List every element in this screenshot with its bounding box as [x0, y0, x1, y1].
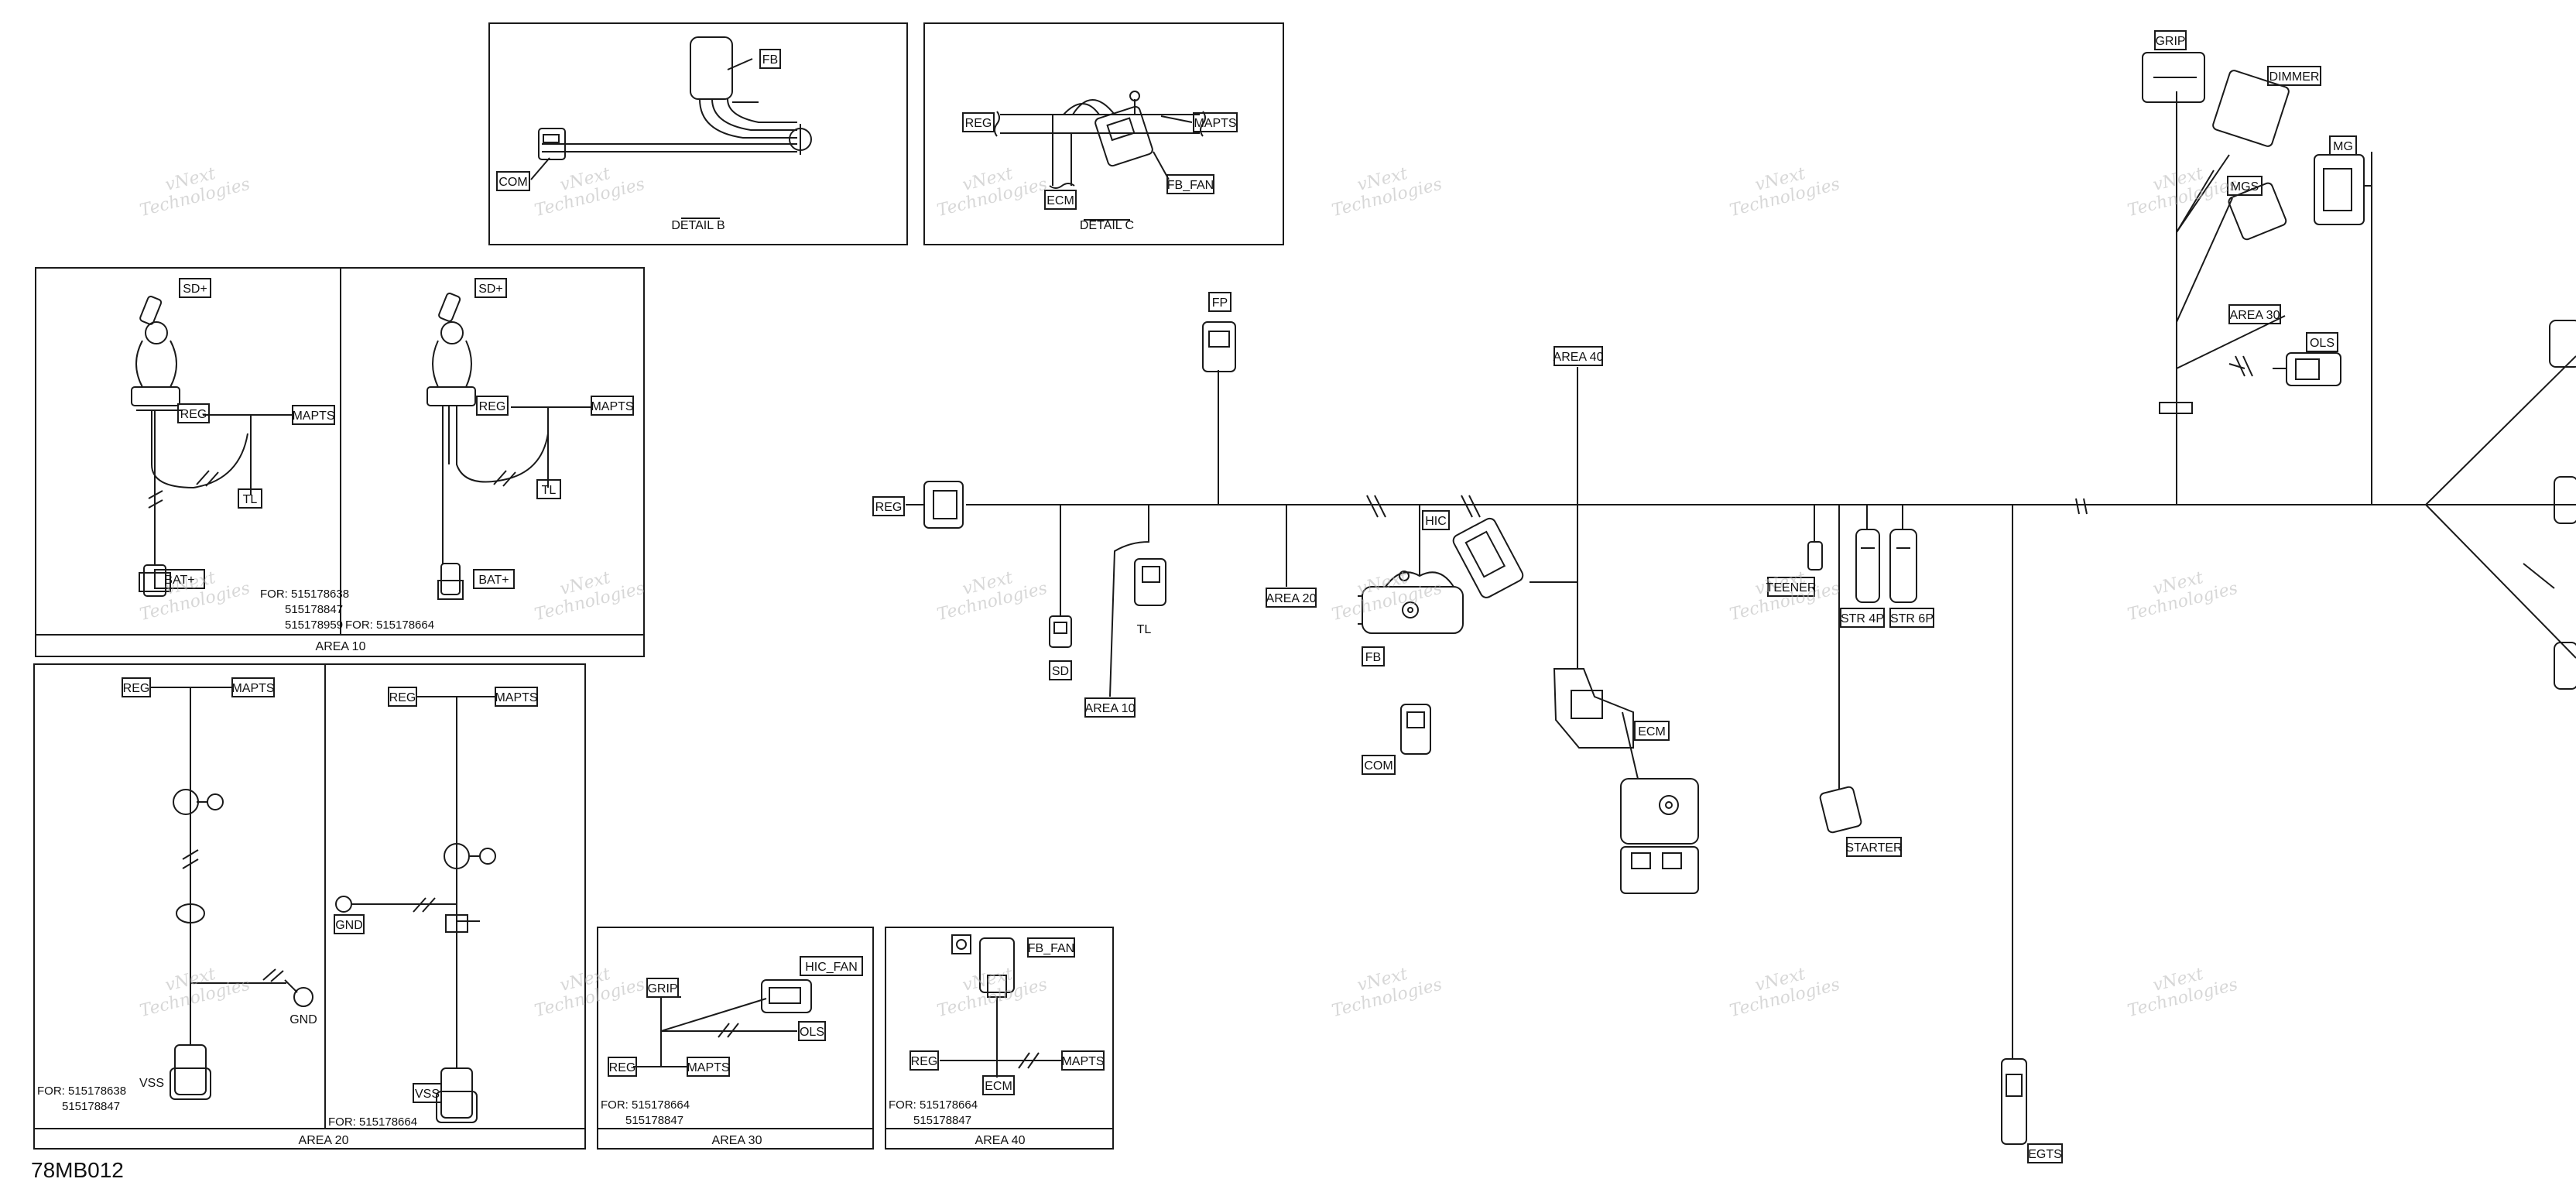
- label-mapts: MAPTS: [1061, 1055, 1104, 1068]
- note-line: FOR: 515178664: [889, 1098, 978, 1112]
- label-reg: REG: [180, 408, 207, 421]
- label-com: COM: [498, 176, 527, 189]
- area-10-title: AREA 10: [316, 640, 366, 653]
- note-line: FOR: 515178664: [601, 1098, 690, 1112]
- label-mapts: MAPTS: [591, 400, 633, 413]
- label-grip: GRIP: [2155, 35, 2185, 48]
- label-teener: TEENER: [1766, 581, 1817, 594]
- ecm-tag-detail-c: [1044, 190, 1077, 210]
- label-mapts: MAPTS: [687, 1061, 729, 1074]
- label-ecm: ECM: [1046, 194, 1074, 207]
- area-30-panel: [597, 927, 874, 1150]
- note-line: 515178847: [625, 1114, 683, 1127]
- label-sd-plus: SD+: [478, 283, 503, 296]
- detail-b-panel: [488, 22, 908, 245]
- label-fb-fan: FB_FAN: [1167, 179, 1214, 192]
- label-area-10: AREA 10: [1085, 702, 1136, 715]
- label-sd-plus: SD+: [183, 283, 207, 296]
- labels: FB COM DETAIL B REG MAPTS ECM FB_FAN DET…: [37, 35, 2353, 1161]
- note-line: FOR: 515178638: [260, 588, 349, 601]
- label-mapts: MAPTS: [292, 409, 334, 423]
- diagram-code: 78MB012: [31, 1158, 124, 1182]
- label-fp: FP: [1212, 296, 1228, 310]
- label-grip: GRIP: [647, 982, 677, 995]
- note-line: FOR: 515178638: [37, 1084, 126, 1098]
- label-reg: REG: [479, 400, 506, 413]
- mapts-tag-detail-c: [1193, 112, 1238, 132]
- area-40-panel: [885, 927, 1114, 1150]
- note-line: 515178847: [62, 1100, 120, 1113]
- label-mapts: MAPTS: [495, 691, 537, 704]
- label-gnd: GND: [335, 919, 363, 932]
- label-fb: FB: [1365, 651, 1381, 664]
- area-30-title: AREA 30: [712, 1134, 762, 1147]
- area-20-title: AREA 20: [299, 1134, 349, 1147]
- label-reg: REG: [911, 1055, 938, 1068]
- note-line: 515178847: [913, 1114, 971, 1127]
- label-reg: REG: [609, 1061, 636, 1074]
- com-tag-detail-b: [496, 171, 530, 191]
- label-ols: OLS: [2310, 337, 2334, 350]
- label-reg: REG: [875, 501, 903, 514]
- label-mapts: MAPTS: [1194, 117, 1236, 130]
- label-egts: EGTS: [2028, 1148, 2062, 1161]
- detail-c-title: DETAIL C: [1080, 219, 1134, 232]
- label-area-40: AREA 40: [1553, 351, 1604, 364]
- label-str-6p: STR 6P: [1890, 612, 1934, 625]
- label-ols: OLS: [800, 1026, 824, 1039]
- main-harness: [906, 52, 2576, 1145]
- label-starter: STARTER: [1845, 841, 1902, 855]
- label-area-30: AREA 30: [2230, 309, 2280, 322]
- note-line: FOR: 515178664: [345, 618, 434, 632]
- label-ecm: ECM: [985, 1080, 1012, 1093]
- fb-tag-detail-b: [759, 49, 781, 69]
- label-str-4p: STR 4P: [1841, 612, 1884, 625]
- label-fb: FB: [762, 53, 778, 67]
- watermark-layer: vNext Technologies vNext Technologies vN…: [138, 164, 2239, 1021]
- label-reg: REG: [389, 691, 416, 704]
- area-10-panel: [35, 267, 645, 657]
- note-line: 515178959: [285, 618, 343, 632]
- label-mg: MG: [2333, 140, 2353, 153]
- detail-b-title: DETAIL B: [671, 219, 724, 232]
- area-40-title: AREA 40: [975, 1134, 1026, 1147]
- label-com: COM: [1364, 759, 1392, 773]
- label-gnd: GND: [289, 1013, 317, 1026]
- label-fb-fan: FB_FAN: [1028, 942, 1074, 955]
- label-area-20: AREA 20: [1266, 592, 1317, 605]
- area-20-panel: [33, 663, 586, 1150]
- note-line: 515178847: [285, 603, 343, 616]
- label-vss: VSS: [415, 1088, 440, 1101]
- label-sd: SD: [1052, 665, 1069, 678]
- label-reg: REG: [965, 117, 992, 130]
- label-bat-plus: BAT+: [164, 574, 194, 587]
- note-line: FOR: 515178664: [328, 1115, 417, 1129]
- fb-fan-tag-detail-c: [1166, 174, 1214, 194]
- detail-c-panel: [923, 22, 1284, 245]
- label-mapts: MAPTS: [231, 682, 274, 695]
- label-vss: VSS: [139, 1077, 164, 1090]
- label-hic: HIC: [1425, 515, 1447, 528]
- label-dimmer: DIMMER: [2269, 70, 2320, 84]
- label-mgs: MGS: [2231, 180, 2259, 194]
- label-tl: TL: [1137, 623, 1152, 636]
- label-tl: TL: [243, 493, 258, 506]
- label-tl: TL: [542, 484, 557, 497]
- label-ecm: ECM: [1638, 725, 1666, 738]
- label-reg: REG: [123, 682, 150, 695]
- reg-tag-detail-c: [962, 112, 995, 132]
- label-hic-fan: HIC_FAN: [805, 961, 858, 974]
- label-bat-plus: BAT+: [478, 574, 509, 587]
